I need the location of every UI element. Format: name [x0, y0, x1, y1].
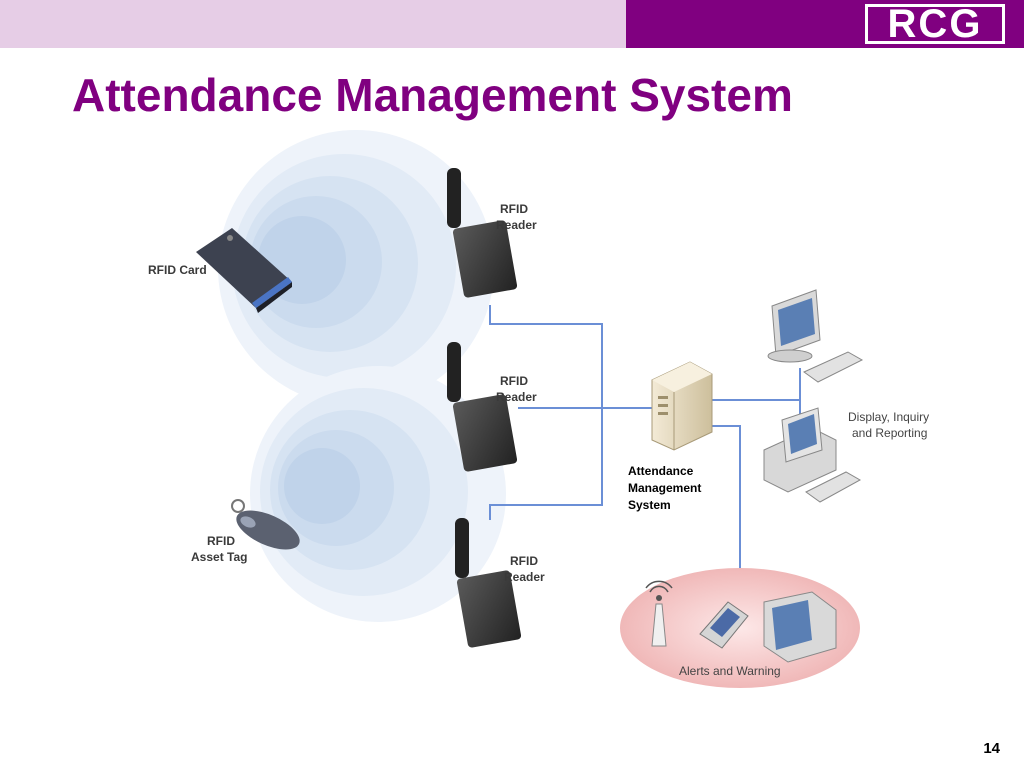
reader-label-2b: Reader [496, 390, 537, 404]
rfid-card-label: RFID Card [148, 263, 207, 277]
server-label-1: Attendance [628, 464, 694, 478]
rcg-logo: RCG [865, 4, 1005, 44]
upper-signal-waves [218, 130, 494, 406]
logo-text: RCG [868, 4, 1002, 44]
display-label-2: and Reporting [852, 426, 927, 440]
network-connectors [489, 305, 801, 578]
server-label-2: Management [628, 481, 701, 495]
reader-label-1b: Reader [496, 218, 537, 232]
page-number: 14 [983, 740, 1000, 757]
reader-label-3b: Reader [504, 570, 545, 584]
header-band-light [0, 0, 626, 48]
display-label-1: Display, Inquiry [848, 410, 929, 424]
alerts-label: Alerts and Warning [679, 664, 781, 678]
lower-signal-waves [250, 366, 506, 622]
reader-label-2a: RFID [500, 374, 528, 388]
rfid-card-icon [196, 228, 292, 313]
reader-label-1a: RFID [500, 202, 528, 216]
monitor-icon [767, 289, 821, 363]
rfid-reader-icon [455, 518, 522, 648]
slide-title: Attendance Management System [72, 69, 793, 121]
server-label-3: System [628, 498, 671, 512]
mobile-phone-icon [699, 601, 749, 649]
desktop-computer-icon [763, 407, 837, 493]
monitor-icon [763, 591, 837, 663]
asset-tag-label-2: Asset Tag [191, 550, 247, 564]
rfid-reader-icon [447, 168, 518, 298]
rfid-reader-icon [447, 342, 518, 472]
server-tower-icon [651, 361, 713, 451]
attendance-diagram: RFID Card RFID Reader RFID Reader RFID R… [148, 130, 929, 688]
keyboard-icon [805, 471, 862, 503]
asset-tag-icon [231, 499, 300, 550]
reader-label-3a: RFID [510, 554, 538, 568]
keyboard-icon [803, 351, 864, 383]
antenna-icon [645, 580, 673, 647]
asset-tag-label-1: RFID [207, 534, 235, 548]
